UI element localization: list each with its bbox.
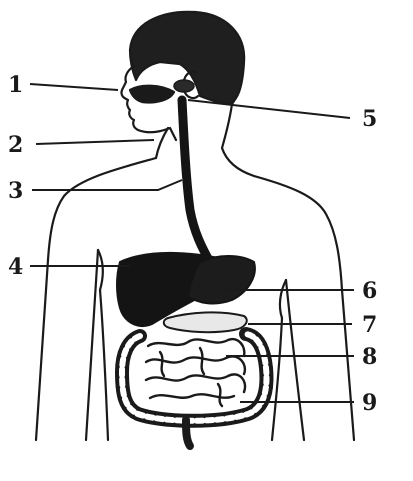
esophagus [182,100,210,262]
arm-right-elbow [280,280,286,318]
shoulder-left [48,158,156,260]
label-8: 8 [362,346,377,368]
leader-5 [188,100,350,118]
torso-right [272,318,282,440]
pancreas [164,312,247,332]
leader-1 [30,84,118,90]
label-5: 5 [362,108,377,130]
arm-left-outer [36,260,48,440]
leader-2 [36,140,154,144]
leader-3 [32,180,182,190]
label-4: 4 [8,256,23,278]
label-6: 6 [362,280,377,302]
torso-left [100,290,108,440]
label-7: 7 [362,314,377,336]
small-intestine [146,339,245,406]
label-2: 2 [8,134,23,156]
mouth-cavity [130,86,174,103]
label-3: 3 [8,180,23,202]
shoulder-right [254,176,342,290]
neck-back [222,104,254,176]
rectum [186,420,190,446]
arm-right-outer [342,290,354,440]
label-9: 9 [362,392,377,414]
salivary-gland [174,80,194,92]
arm-left-inner [86,250,98,440]
arm-right-inner [286,280,304,440]
large-intestine [122,334,266,421]
label-1: 1 [8,74,23,96]
